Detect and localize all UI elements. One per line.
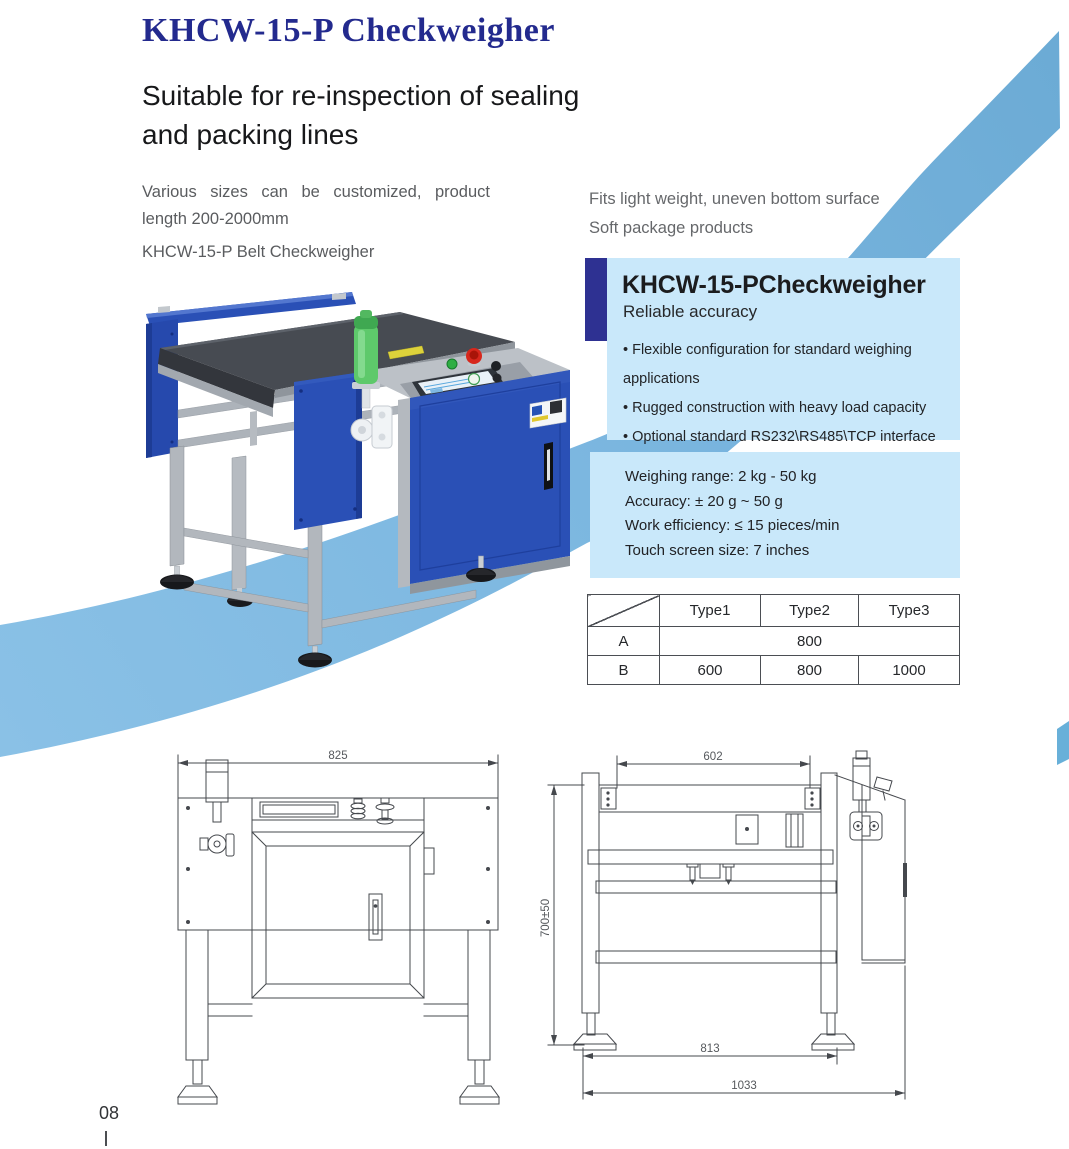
table-row: B 600 800 1000 [587, 655, 960, 685]
feature-bullet: • Flexible configuration for standard we… [623, 342, 912, 387]
page-title: KHCW-15-P Checkweigher [142, 12, 555, 49]
diagonal-header-cell [587, 594, 660, 627]
dim-label-height: 700±50 [540, 899, 552, 937]
spec-line: Weighing range: 2 kg - 50 kg [625, 468, 817, 485]
drawing-side-view: 602 700±50 813 1033 [540, 750, 907, 1100]
page-edge-tab [1057, 721, 1069, 765]
fit-note: Fits light weight, uneven bottom surface… [589, 185, 949, 242]
dim-label-foot-span: 813 [700, 1043, 719, 1055]
model-caption: KHCW-15-P Belt Checkweigher [142, 243, 375, 261]
feature-box: KHCW-15-PCheckweigher Reliable accuracy … [607, 258, 960, 445]
row-label: B [587, 655, 660, 685]
spec-line: Work efficiency: ≤ 15 pieces/min [625, 517, 840, 534]
subtitle-line: and packing lines [142, 119, 359, 150]
size-table: Type1 Type2 Type3 A 800 B 600 800 1000 [587, 594, 960, 685]
subtitle-line: Suitable for re-inspection of sealing [142, 80, 580, 111]
description-text: Various sizes can be customized, product… [142, 183, 490, 228]
table-cell: 800 [760, 655, 859, 685]
dim-label-belt-length: 602 [703, 751, 722, 763]
feature-bullet: • Rugged construction with heavy load ca… [623, 400, 927, 416]
feature-subtitle: Reliable accuracy [623, 302, 758, 321]
feature-accent-tab [585, 258, 607, 341]
spec-line: Touch screen size: 7 inches [625, 541, 810, 559]
product-photo [146, 292, 570, 668]
feature-title: KHCW-15-PCheckweigher [622, 271, 926, 299]
drawing-front-view: 825 [177, 750, 500, 1105]
table-cell: 800 [659, 626, 960, 656]
col-header: Type2 [760, 594, 859, 627]
page-number: 08 [99, 1103, 120, 1123]
table-row: A 800 [587, 626, 960, 656]
fit-note-line: Fits light weight, uneven bottom surface [589, 190, 880, 208]
col-header: Type3 [858, 594, 960, 627]
spec-line: Accuracy: ± 20 g ~ 50 g [625, 492, 783, 510]
feature-bullet-list: • Flexible configuration for standard we… [623, 336, 960, 452]
dim-label-width: 825 [328, 750, 347, 762]
table-cell: 1000 [858, 655, 960, 685]
row-label: A [587, 626, 660, 656]
feature-bullet: • Optional standard RS232\RS485\TCP inte… [623, 429, 936, 445]
fit-note-line: Soft package products [589, 218, 754, 237]
page-number-tick [105, 1131, 107, 1146]
spec-box: Weighing range: 2 kg - 50 kg Accuracy: ±… [590, 452, 960, 578]
table-cell: 600 [659, 655, 761, 685]
dim-label-total-length: 1033 [731, 1080, 757, 1092]
subtitle: Suitable for re-inspection of sealing an… [142, 76, 702, 154]
table-header-row: Type1 Type2 Type3 [587, 594, 960, 627]
col-header: Type1 [659, 594, 761, 627]
